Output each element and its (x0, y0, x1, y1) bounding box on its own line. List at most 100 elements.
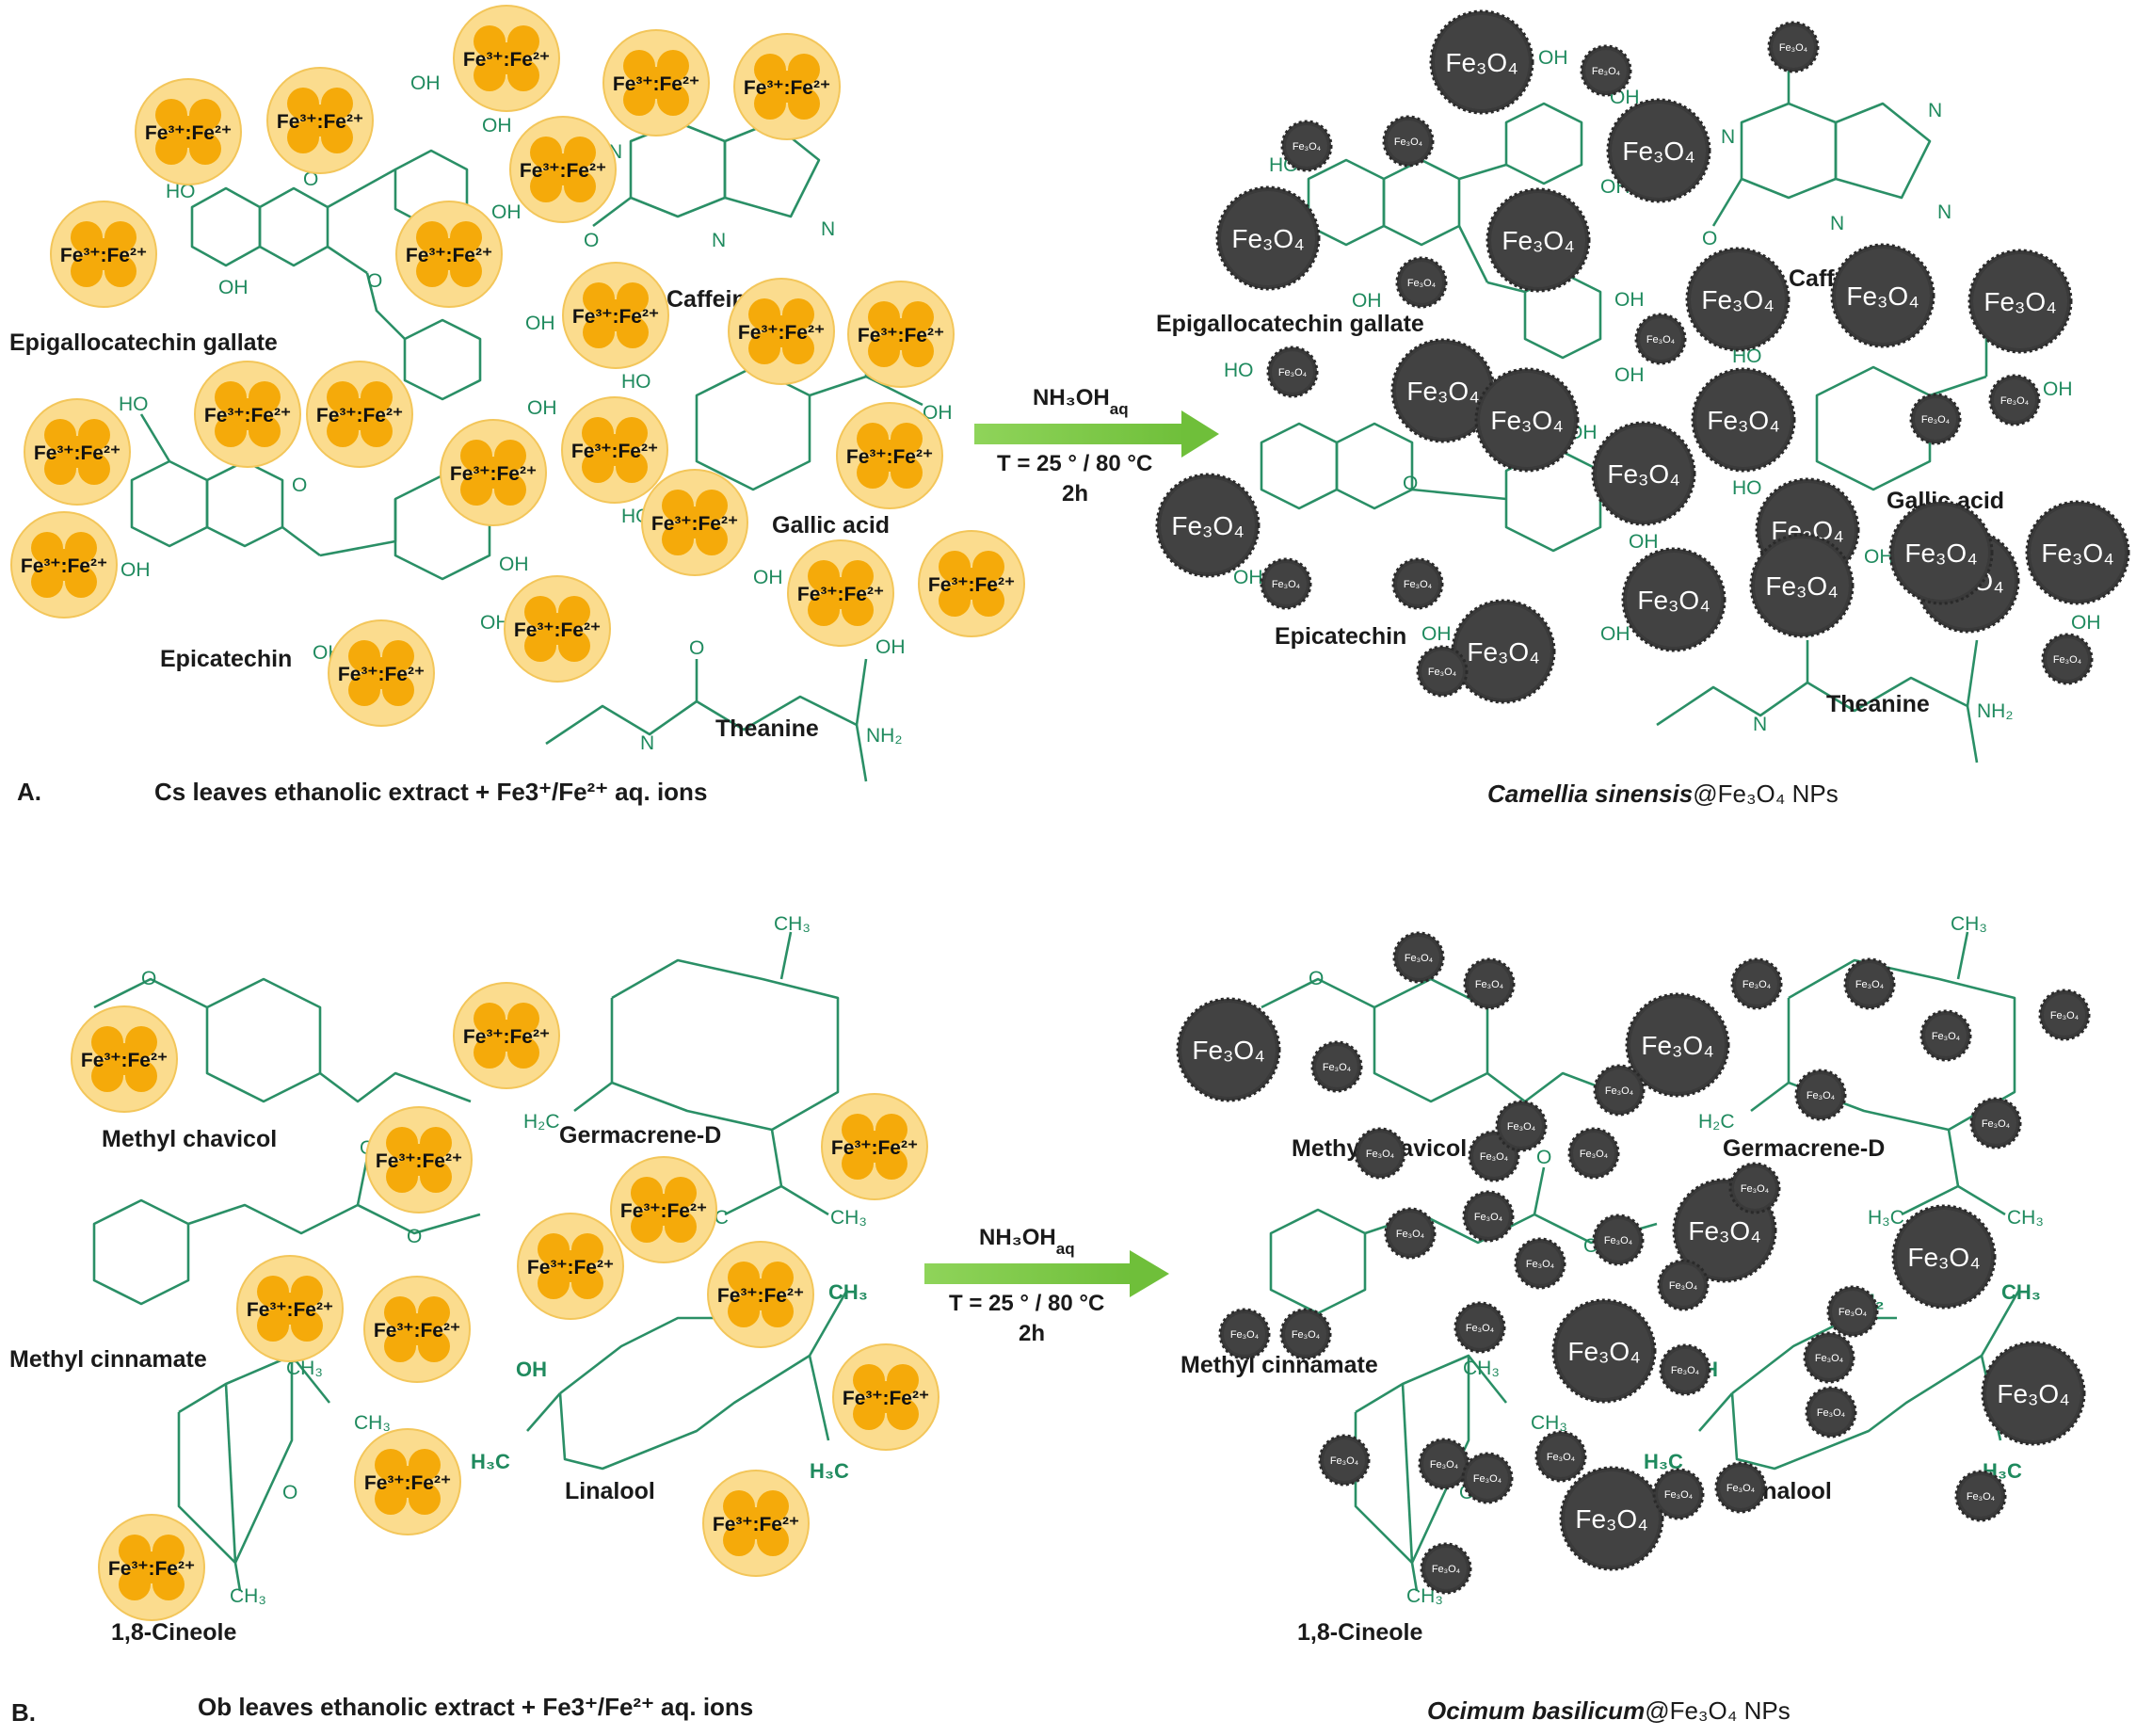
nanoparticle-label: Fe₃O₄ (1604, 1235, 1633, 1246)
fe3o4-nanoparticle: Fe₃O₄ (1486, 187, 1591, 293)
fe3o4-nanoparticle: Fe₃O₄ (1730, 957, 1783, 1010)
atom-oh: OH (753, 567, 783, 588)
ion-label: Fe³⁺:Fe²⁺ (364, 1472, 451, 1494)
atom-h3c: H₃C (1644, 1450, 1683, 1473)
atom-n: N (640, 732, 654, 754)
nanoparticle-label: Fe₃O₄ (1637, 586, 1710, 615)
nanoparticle-label: Fe₃O₄ (1741, 1183, 1770, 1195)
ion-label: Fe³⁺:Fe²⁺ (374, 1320, 460, 1342)
fe-ion-cluster: Fe³⁺:Fe²⁺ (707, 1241, 814, 1348)
atom-o: O (1536, 1147, 1551, 1168)
fe3o4-nanoparticle: Fe₃O₄ (1310, 1040, 1363, 1093)
fe-ion-cluster: Fe³⁺:Fe²⁺ (10, 511, 118, 619)
ion-label: Fe³⁺:Fe²⁺ (831, 1137, 918, 1159)
atom-oh: OH (525, 313, 555, 334)
fe-ion-cluster: Fe³⁺:Fe²⁺ (517, 1213, 624, 1320)
fe3o4-nanoparticle: Fe₃O₄ (1461, 1452, 1514, 1504)
nanoparticle-label: Fe₃O₄ (1430, 1459, 1459, 1471)
fe3o4-nanoparticle: Fe₃O₄ (1155, 473, 1261, 578)
fe3o4-nanoparticle: Fe₃O₄ (2041, 633, 2094, 685)
ion-label: Fe³⁺:Fe²⁺ (450, 463, 537, 485)
nanoparticle-label: Fe₃O₄ (1475, 979, 1504, 990)
nanoparticle-label: Fe₃O₄ (1982, 1118, 2011, 1130)
ion-label: Fe³⁺:Fe²⁺ (277, 111, 363, 133)
atom-ch3: CH₃ (1951, 913, 1987, 935)
nanoparticle-label: Fe₃O₄ (1622, 137, 1694, 166)
nanoparticle-label: Fe₃O₄ (1394, 137, 1423, 148)
fe3o4-nanoparticle: Fe₃O₄ (1830, 243, 1935, 348)
fe3o4-nanoparticle: Fe₃O₄ (1382, 115, 1435, 168)
atom-ho: HO (1224, 360, 1254, 381)
captions: A. Cs leaves ethanolic extract + Fe3⁺/Fe… (11, 778, 1839, 1727)
atom-h2c: H₂C (523, 1111, 559, 1133)
ion-label: Fe³⁺:Fe²⁺ (572, 306, 659, 328)
atom-o: O (584, 230, 599, 251)
nanoparticle-label: Fe₃O₄ (1664, 1489, 1694, 1501)
compound-label: Methyl chavicol (102, 1126, 277, 1152)
fe3o4-nanoparticle: Fe₃O₄ (1384, 1207, 1437, 1260)
fe-ion-cluster: Fe³⁺:Fe²⁺ (440, 419, 547, 526)
ion-label: Fe³⁺:Fe²⁺ (81, 1050, 168, 1071)
atom-oh: OH (491, 201, 522, 223)
atom-oh: OH (1864, 546, 1894, 568)
atom-n: N (821, 218, 835, 240)
ion-label: Fe³⁺:Fe²⁺ (108, 1558, 195, 1580)
fe3o4-nanoparticle: Fe₃O₄ (1580, 44, 1632, 97)
atom-oh: OH (1614, 364, 1645, 386)
fe3o4-nanoparticle: Fe₃O₄ (1652, 1468, 1705, 1520)
ion-label: Fe³⁺:Fe²⁺ (713, 1514, 799, 1535)
nanoparticle-label: Fe₃O₄ (1466, 1323, 1495, 1334)
compound-label: Methyl cinnamate (9, 1346, 207, 1373)
fe-ion-cluster: Fe³⁺:Fe²⁺ (509, 116, 617, 223)
atom-o: O (141, 968, 156, 989)
fe-ion-cluster: Fe³⁺:Fe²⁺ (98, 1514, 205, 1621)
atom-ho: HO (1732, 477, 1762, 499)
atom-ch3: CH₃ (2001, 1280, 2041, 1304)
atom-oh: OH (527, 397, 557, 419)
nanoparticle-label: Fe₃O₄ (1701, 285, 1774, 314)
fe3o4-nanoparticle: Fe₃O₄ (1888, 500, 1994, 605)
fe3o4-nanoparticle: Fe₃O₄ (1453, 1301, 1506, 1354)
atom-n: N (1753, 714, 1767, 735)
atom-o: O (689, 637, 704, 659)
nanoparticle-label: Fe₃O₄ (1707, 406, 1779, 435)
ion-label: Fe³⁺:Fe²⁺ (651, 513, 738, 535)
ion-label: Fe³⁺:Fe²⁺ (21, 555, 107, 577)
atom-ho: HO (119, 394, 149, 415)
atom-nh2: NH₂ (1977, 700, 2013, 722)
fe-ion-cluster: Fe³⁺:Fe²⁺ (194, 361, 301, 468)
temperature-label: T = 25 ° / 80 °C (949, 1291, 1104, 1316)
fe3o4-nanoparticle: Fe₃O₄ (1215, 185, 1321, 291)
ion-label: Fe³⁺:Fe²⁺ (738, 322, 825, 344)
nanoparticle-label: Fe₃O₄ (1467, 637, 1539, 667)
fe3o4-nanoparticle: Fe₃O₄ (1909, 393, 1962, 445)
nanoparticle-label: Fe₃O₄ (1907, 1243, 1980, 1272)
compound-label: Epigallocatechin gallate (1156, 311, 1424, 337)
fe3o4-nanoparticle: Fe₃O₄ (1218, 1308, 1271, 1360)
nanoparticle-label: Fe₃O₄ (1904, 538, 1977, 568)
atom-oh: OH (218, 277, 249, 298)
fe3o4-nanoparticle: Fe₃O₄ (1514, 1237, 1566, 1290)
nanoparticle-label: Fe₃O₄ (1406, 377, 1479, 406)
nanoparticle-label: Fe₃O₄ (1547, 1452, 1576, 1463)
fe-ion-cluster: Fe³⁺:Fe²⁺ (733, 33, 841, 140)
compound-label: Germacrene-D (1723, 1135, 1885, 1162)
compound-label: Theanine (1826, 691, 1930, 717)
fe3o4-nanoparticle: Fe₃O₄ (1606, 98, 1711, 203)
fe3o4-nanoparticle: Fe₃O₄ (1691, 367, 1796, 473)
fe3o4-nanoparticle: Fe₃O₄ (1418, 1438, 1470, 1490)
nanoparticle-label: Fe₃O₄ (1839, 1307, 1868, 1318)
nanoparticle-label: Fe₃O₄ (1405, 953, 1434, 964)
nanoparticle-label: Fe₃O₄ (1815, 1353, 1844, 1364)
fe3o4-nanoparticle: Fe₃O₄ (1843, 957, 1896, 1010)
nanoparticle-label: Fe₃O₄ (1607, 459, 1679, 489)
atom-oh: OH (120, 559, 151, 581)
ion-label: Fe³⁺:Fe²⁺ (463, 1026, 550, 1048)
atom-ho: HO (1732, 346, 1762, 367)
compound-label: 1,8-Cineole (111, 1619, 236, 1646)
atom-ch3: CH₃ (286, 1358, 323, 1379)
nanoparticle-label: Fe₃O₄ (1230, 1329, 1260, 1341)
fe3o4-nanoparticle: Fe₃O₄ (1657, 1259, 1710, 1311)
